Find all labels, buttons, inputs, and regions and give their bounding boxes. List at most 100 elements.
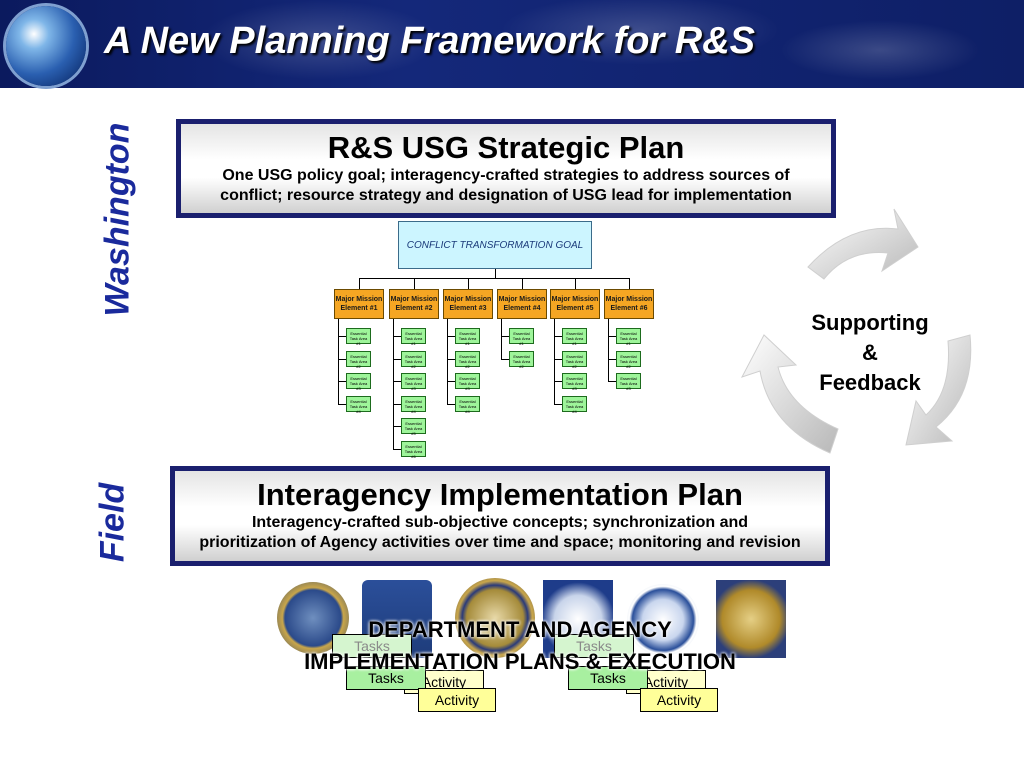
- essential-task-area: Essential Task Area #1: [346, 328, 371, 346]
- supporting-feedback-label: Supporting & Feedback: [790, 308, 950, 398]
- connector-line: [393, 426, 401, 427]
- connector-line: [447, 381, 455, 382]
- side-label-washington: Washington: [98, 122, 137, 317]
- strategic-plan-line1: One USG policy goal; interagency-crafted…: [222, 167, 790, 184]
- supporting-line2: &: [862, 340, 878, 365]
- implementation-plan-heading: Interagency Implementation Plan: [257, 477, 743, 512]
- connector-line: [608, 319, 609, 382]
- essential-task-area: Essential Task Area #1: [455, 328, 480, 346]
- side-label-field: Field: [93, 482, 132, 563]
- connector-line: [495, 269, 496, 278]
- connector-line: [522, 278, 523, 289]
- implementation-plan-line1: Interagency-crafted sub-objective concep…: [251, 514, 749, 531]
- tasks-note: Tasks: [568, 666, 648, 690]
- mission-element-line2: Element #4: [503, 305, 541, 312]
- connector-line: [393, 448, 401, 450]
- essential-task-area: Essential Task Area #2: [562, 350, 587, 369]
- essential-task-area: Essential Task Area #2: [509, 350, 534, 369]
- mission-element-line1: Major Mission: [498, 296, 546, 303]
- connector-line: [447, 336, 455, 337]
- connector-line: [447, 319, 448, 405]
- essential-task-area: Essential Task Area #6: [401, 440, 426, 459]
- connector-line: [414, 278, 415, 289]
- essential-task-area: Essential Task Area #1: [401, 328, 426, 346]
- connector-line: [554, 319, 555, 405]
- department-line1: DEPARTMENT AND AGENCY: [368, 617, 672, 642]
- connector-line: [501, 319, 502, 360]
- connector-line: [554, 336, 562, 337]
- strategic-plan-panel: R&S USG Strategic Plan One USG policy go…: [176, 119, 836, 218]
- department-eagle-seal-icon: [455, 578, 535, 658]
- activity-note: Activity: [418, 688, 496, 712]
- connector-line: [575, 278, 576, 289]
- connector-line: [554, 381, 562, 382]
- strategic-plan-heading: R&S USG Strategic Plan: [327, 130, 685, 165]
- connector-line: [393, 403, 401, 405]
- world-map-background: [120, 0, 1020, 88]
- connector-line: [447, 358, 455, 360]
- tasks-note-faded: Tasks: [332, 634, 412, 658]
- essential-task-area: Essential Task Area #3: [401, 373, 426, 391]
- arrow-top-icon: [807, 208, 919, 280]
- mission-element-line1: Major Mission: [390, 296, 438, 303]
- connector-line: [629, 278, 630, 289]
- essential-task-area: Essential Task Area #5: [401, 418, 426, 436]
- connector-line: [338, 381, 346, 382]
- essential-task-area: Essential Task Area #4: [346, 395, 371, 414]
- connector-line: [447, 403, 455, 405]
- mission-element-line2: Element #1: [340, 305, 378, 312]
- tasks-note-faded: Tasks: [554, 634, 634, 658]
- mission-element-line2: Element #6: [610, 305, 648, 312]
- connector-line: [393, 381, 401, 382]
- connector-line: [393, 336, 401, 337]
- arrow-right-icon: [905, 334, 972, 446]
- activity-note: Activity: [640, 688, 718, 712]
- tasks-note: Tasks: [346, 666, 426, 690]
- connector-line: [338, 403, 346, 405]
- mission-element-line1: Major Mission: [444, 296, 492, 303]
- connector-line: [338, 358, 346, 360]
- connector-line: [554, 358, 562, 360]
- essential-task-area: Essential Task Area #2: [401, 350, 426, 369]
- department-justice-seal-icon: [716, 580, 786, 658]
- connector-line: [608, 381, 616, 382]
- connector-line: [393, 358, 401, 360]
- essential-task-area: Essential Task Area #3: [562, 373, 587, 391]
- essential-task-area: Essential Task Area #1: [562, 328, 587, 346]
- connector-line: [608, 358, 616, 360]
- essential-task-area: Essential Task Area #1: [509, 328, 534, 346]
- connector-line: [359, 278, 360, 289]
- essential-task-area: Essential Task Area #3: [616, 373, 641, 391]
- essential-task-area: Essential Task Area #1: [616, 328, 641, 346]
- connector-line: [359, 278, 630, 279]
- connector-line: [501, 358, 509, 360]
- department-agency-label: DEPARTMENT AND AGENCY IMPLEMENTATION PLA…: [250, 614, 790, 678]
- supporting-line3: Feedback: [819, 370, 921, 395]
- connector-line: [501, 336, 509, 337]
- supporting-line1: Supporting: [811, 310, 929, 335]
- connector-line: [468, 278, 469, 289]
- connector-line: [554, 403, 562, 405]
- department-line2: IMPLEMENTATION PLANS & EXECUTION: [304, 649, 736, 674]
- implementation-plan-panel: Interagency Implementation Plan Interage…: [170, 466, 830, 566]
- mission-element-line1: Major Mission: [335, 296, 383, 303]
- essential-task-area: Essential Task Area #4: [562, 395, 587, 414]
- connector-line: [338, 319, 339, 405]
- slide-title: A New Planning Framework for R&S: [104, 20, 756, 62]
- essential-task-area: Essential Task Area #3: [455, 373, 480, 391]
- connector-line: [338, 336, 346, 337]
- essential-task-area: Essential Task Area #3: [346, 373, 371, 391]
- goal-box: CONFLICT TRANSFORMATION GOAL: [398, 221, 592, 269]
- essential-task-area: Essential Task Area #2: [455, 350, 480, 369]
- connector-line: [608, 336, 616, 337]
- strategic-plan-line2: conflict; resource strategy and designat…: [220, 187, 792, 204]
- mission-element-line2: Element #5: [556, 305, 594, 312]
- globe-icon: [6, 6, 86, 86]
- implementation-plan-line2: prioritization of Agency activities over…: [199, 534, 801, 551]
